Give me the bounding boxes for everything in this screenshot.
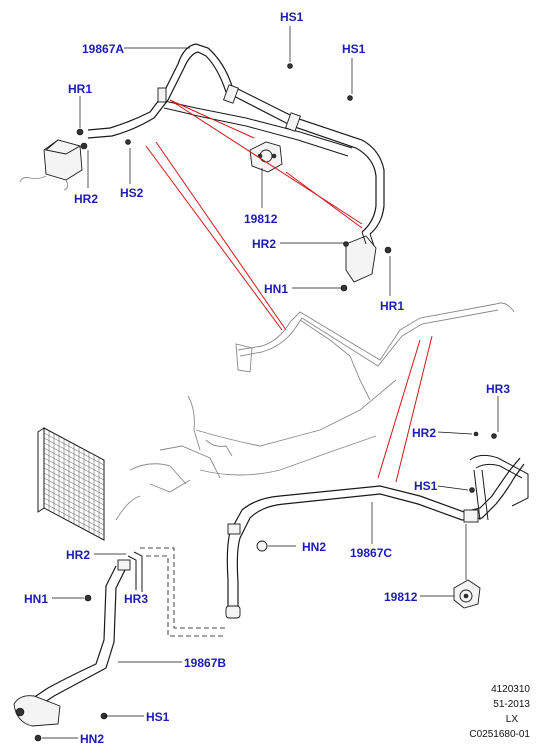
reference-line-1: 4120310	[491, 684, 530, 695]
callout-hs1-top: HS1	[280, 10, 304, 24]
condenser-drawing	[37, 427, 105, 541]
bracket-19812-bottom-drawing	[453, 524, 481, 609]
callout-hr2-bottom-left: HR2	[66, 548, 91, 562]
callout-hn2-center: HN2	[302, 540, 327, 554]
callout-hs2: HS2	[120, 186, 144, 200]
reference-block: 4120310 51-2013 LX C0251680-01	[469, 682, 530, 742]
callout-hn2-bottom: HN2	[80, 732, 105, 746]
callout-hs1-bottom: HS1	[146, 710, 170, 724]
pipe-19867c-drawing	[225, 454, 529, 619]
callout-19867c: 19867C	[350, 546, 393, 560]
callout-hr1-left: HR1	[68, 82, 93, 96]
reference-line-3: LX	[505, 714, 518, 725]
highlight-lines	[145, 99, 433, 483]
reference-line-4: C0251680-01	[469, 729, 530, 740]
hvac-module-top-left	[19, 128, 131, 191]
vehicle-routing-ghost	[115, 302, 515, 521]
callout-hn1-bottom-left: HN1	[24, 592, 49, 606]
valve-block-mid	[340, 231, 392, 292]
fastener-hs1-right	[347, 95, 353, 101]
callout-19812-bottom: 19812	[384, 590, 418, 604]
reference-line-2: 51-2013	[493, 699, 530, 710]
leader-lines	[42, 26, 499, 739]
callout-hn1-mid: HN1	[264, 282, 289, 296]
fastener-hr3-right	[491, 433, 497, 439]
callout-hr3-bottom-left: HR3	[124, 592, 149, 606]
callout-hr1-mid: HR1	[380, 299, 405, 313]
pipe-19867b-drawing	[13, 547, 226, 742]
callout-19812-top: 19812	[244, 212, 278, 226]
callout-hr2-mid: HR2	[252, 237, 277, 251]
callout-hr3-right: HR3	[486, 382, 511, 396]
fastener-hs1-top	[287, 63, 293, 69]
bracket-19812-top-drawing	[249, 141, 283, 173]
callout-hs1-right: HS1	[342, 42, 366, 56]
callout-hs1-mid-right: HS1	[414, 479, 438, 493]
pipe-19867a-drawing	[87, 43, 385, 235]
fastener-hs1-mid-right	[469, 487, 475, 493]
fastener-hr2-right	[473, 431, 479, 437]
callout-hr2-right: HR2	[412, 426, 437, 440]
callout-19867a: 19867A	[82, 42, 125, 56]
callout-hr2-left: HR2	[74, 192, 99, 206]
callout-19867b: 19867B	[184, 656, 227, 670]
